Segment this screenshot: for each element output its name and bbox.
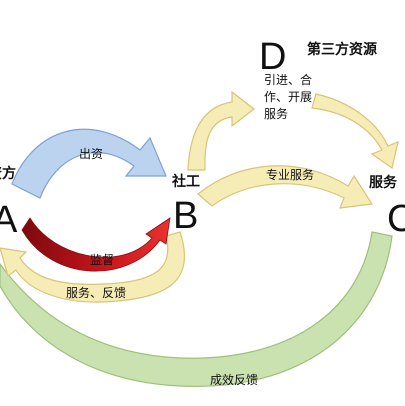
node-d-letter: D bbox=[259, 36, 287, 78]
supervision-label: 监督 bbox=[90, 253, 115, 267]
service-feedback-label: 服务、反馈 bbox=[66, 286, 127, 300]
funding-label: 出资 bbox=[79, 147, 104, 161]
node-a-label: 资方 bbox=[0, 166, 16, 182]
outcome-feedback-label: 成效反馈 bbox=[210, 373, 259, 387]
node-c-label: 服务 bbox=[369, 175, 397, 191]
outcome-feedback-arrow bbox=[0, 231, 393, 387]
resource-to-service-arrow bbox=[311, 93, 399, 170]
node-b-letter: B bbox=[173, 195, 199, 237]
node-c-letter: C bbox=[387, 198, 405, 240]
node-b-label: 社工 bbox=[172, 174, 200, 190]
service-feedback-arrow bbox=[0, 231, 185, 303]
funding-arrow bbox=[11, 128, 167, 199]
introduce-arrow bbox=[187, 90, 255, 171]
node-d-label: 第三方资源 bbox=[307, 42, 377, 58]
node-a-letter: A bbox=[0, 199, 18, 241]
introduce-label: 引进、合作、开展服务 bbox=[264, 73, 313, 121]
professional-service-arrow bbox=[197, 165, 374, 209]
supervision-arrow bbox=[21, 217, 171, 272]
professional-service-label: 专业服务 bbox=[266, 168, 315, 182]
